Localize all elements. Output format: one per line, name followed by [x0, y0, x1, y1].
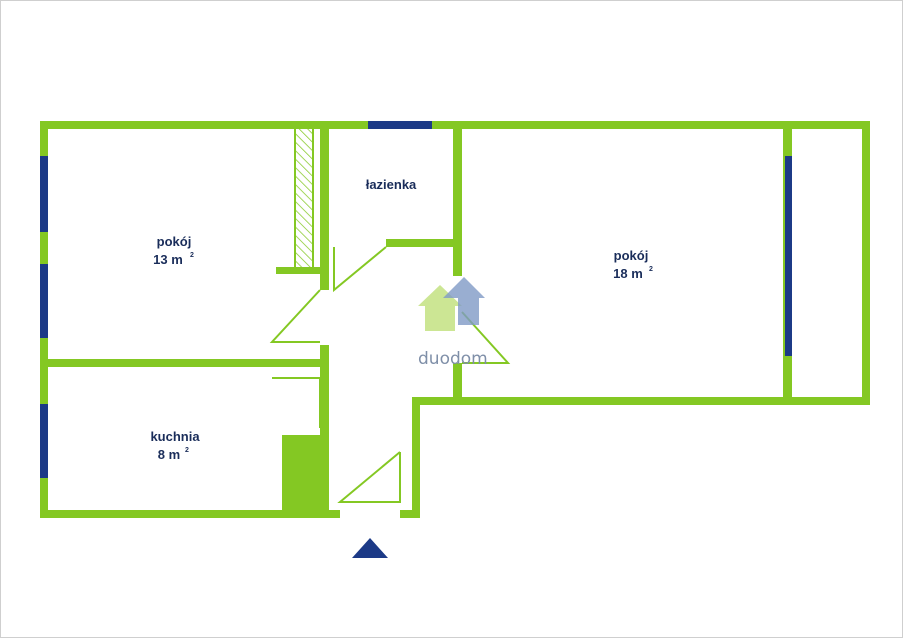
room-name: pokój [157, 234, 192, 249]
house-blue-icon [443, 277, 485, 325]
wardrobe-hatch [294, 129, 314, 267]
room-area-sup: 2 [190, 252, 194, 259]
entrance-arrow-icon [352, 538, 388, 558]
room-area: 13 m [153, 252, 183, 267]
door-swings [269, 246, 511, 503]
room-kuchnia: kuchnia 8 m 2 [150, 429, 200, 462]
room-name: kuchnia [150, 429, 200, 444]
room-pokoj-13: pokój 13 m 2 [153, 234, 194, 267]
room-name: pokój [614, 248, 649, 263]
room-pokoj-18: pokój 18 m 2 [613, 248, 653, 281]
logo-text: duodom [418, 349, 488, 369]
windows [40, 121, 792, 478]
duodom-logo: duodom [418, 277, 488, 369]
room-lazienka: łazienka [366, 177, 417, 192]
room-area: 8 m [158, 447, 180, 462]
room-area-sup: 2 [649, 266, 653, 273]
room-area: 18 m [613, 266, 643, 281]
room-area-sup: 2 [185, 447, 189, 454]
